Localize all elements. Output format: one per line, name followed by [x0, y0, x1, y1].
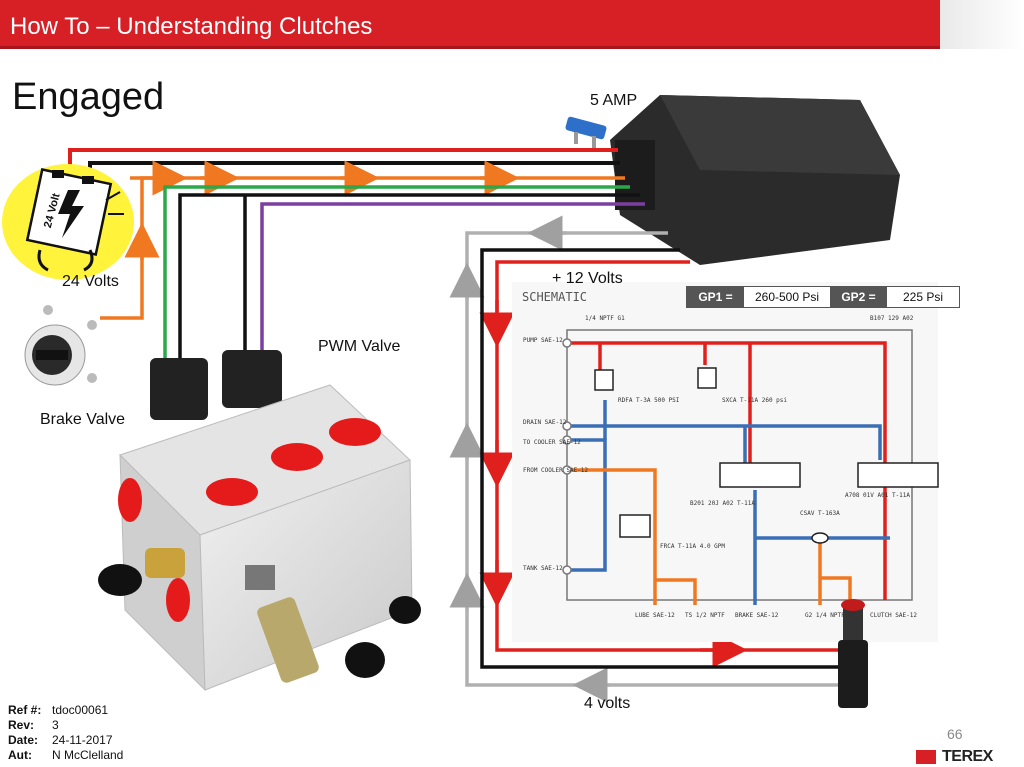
- port-g2: G2 1/4 NPTF: [805, 612, 845, 619]
- port-tank: TANK SAE-12: [523, 565, 563, 572]
- gp2-label: GP2 =: [830, 287, 887, 307]
- battery-icon: [2, 164, 134, 280]
- valve-csav: CSAV T-163A: [800, 510, 840, 517]
- pwm-valve-label: PWM Valve: [318, 338, 401, 355]
- valve-sxca: SXCA T-11A 260 psi: [722, 397, 787, 404]
- valve-frca: FRCA T-11A 4.0 GPM: [660, 543, 725, 550]
- port-ts: TS 1/2 NPTF: [685, 612, 725, 619]
- wire-green-signal: [163, 185, 630, 360]
- valve-b201: B201 20J A02 T-11A: [690, 500, 755, 507]
- wire-orange-signal: [100, 160, 625, 320]
- port-g1: 1/4 NPTF G1: [585, 315, 625, 322]
- port-to-cooler: TO COOLER SAE-12: [523, 439, 581, 446]
- gp2-value: 225 Psi: [887, 287, 959, 307]
- terex-logo: TEREX: [916, 748, 993, 766]
- slide-title: Engaged: [12, 76, 165, 118]
- brake-valve-label: Brake Valve: [40, 411, 126, 428]
- wire-black-valve: [178, 193, 640, 360]
- schematic-title: SCHEMATIC: [522, 290, 587, 304]
- header-title: How To – Understanding Clutches: [10, 13, 373, 40]
- pressure-sensor-icon: [838, 599, 868, 708]
- valve-rdfa: RDFA T-3A 500 PSI: [618, 397, 680, 404]
- valve-block: [98, 384, 421, 692]
- rev-label: Rev:: [8, 718, 35, 732]
- gp1-value: 260-500 Psi: [744, 287, 830, 307]
- wire-black-ground: [88, 161, 620, 175]
- fuse-label: 5 AMP: [590, 92, 638, 109]
- logo-text: TEREX: [942, 748, 993, 765]
- gp1-label: GP1 =: [687, 287, 744, 307]
- port-drain: DRAIN SAE-12: [523, 419, 567, 426]
- header-fade: [940, 0, 1024, 49]
- ref-value: tdoc00061: [52, 703, 109, 717]
- rev-value: 3: [52, 718, 59, 732]
- ref-label: Ref #:: [8, 703, 42, 717]
- wire-grey-sensor: [449, 215, 845, 703]
- plus-12-volts-label: + 12 Volts: [552, 270, 623, 287]
- author-value: N McClelland: [52, 748, 124, 762]
- wire-red-12v: [479, 260, 845, 668]
- brake-valve-switch-icon: [24, 305, 97, 386]
- date-value: 24-11-2017: [52, 733, 113, 747]
- wire-black-sensor: [480, 248, 845, 669]
- author-label: Aut:: [8, 748, 32, 762]
- port-from-cooler: FROM COOLER SAE-12: [523, 467, 588, 474]
- block-b107: B107 129 A02: [870, 315, 914, 322]
- pwm-connectors: [150, 350, 282, 420]
- four-volts-label: 4 volts: [584, 695, 631, 712]
- port-pump: PUMP SAE-12: [523, 337, 563, 344]
- terex-mark-icon: [916, 750, 936, 764]
- wire-purple-signal: [260, 202, 645, 360]
- header-bar: How To – Understanding Clutches: [0, 0, 940, 49]
- battery-volts-label: 24 Volts: [62, 273, 119, 290]
- date-label: Date:: [8, 733, 39, 747]
- page-number: 66: [947, 726, 963, 742]
- controller-module: [610, 95, 900, 265]
- pressure-table: GP1 = 260-500 Psi GP2 = 225 Psi: [686, 286, 960, 308]
- port-clutch: CLUTCH SAE-12: [870, 612, 917, 619]
- fuse-icon: [565, 116, 607, 148]
- port-lube: LUBE SAE-12: [635, 612, 675, 619]
- port-brake: BRAKE SAE-12: [735, 612, 779, 619]
- document-meta: Ref #: tdoc00061 Rev: 3 Date: 24-11-2017 Au…: [8, 703, 123, 763]
- hydraulic-schematic: PUMP SAE-12 DRAIN SAE-12 TO COOLER SAE-1…: [512, 282, 939, 642]
- valve-a708: A708 01V A01 T-11A: [845, 492, 910, 499]
